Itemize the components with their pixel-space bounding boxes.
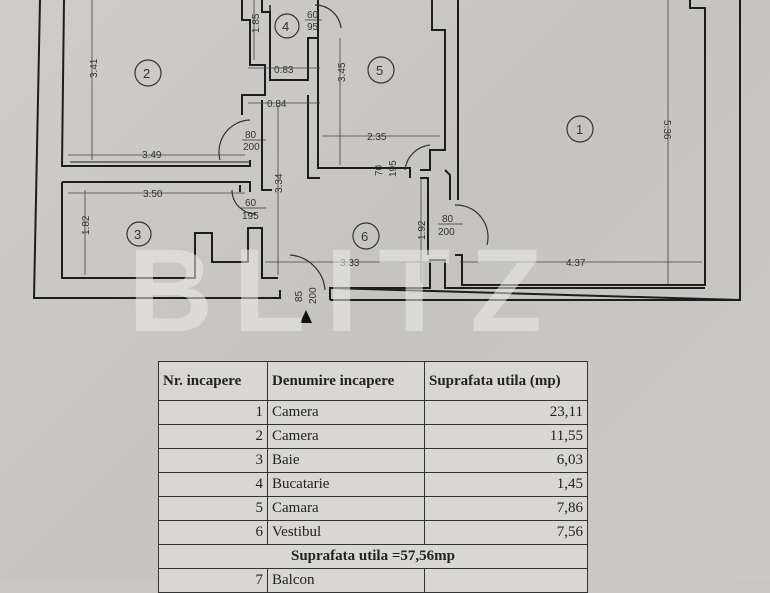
- cell-nr: 5: [158, 496, 268, 521]
- svg-text:200: 200: [308, 287, 319, 304]
- cell-nr: 2: [158, 424, 268, 449]
- dimension-3-49: 3.49: [142, 150, 162, 161]
- door-label-85-200: 85 200: [294, 287, 319, 304]
- door-label-60-195: 60 195: [241, 198, 266, 222]
- total-area: Suprafata utila =57,56mp: [158, 544, 588, 569]
- dimension-0-84: 0.84: [267, 99, 287, 110]
- cell-name: Baie: [267, 448, 425, 473]
- cell-nr: 4: [158, 472, 268, 497]
- cell-area: [424, 568, 588, 593]
- svg-text:70: 70: [374, 164, 385, 176]
- dimension-3-33: 3.33: [340, 258, 360, 269]
- dimension-3-34: 3.34: [274, 173, 285, 193]
- dimension-1-82: 1.82: [81, 215, 92, 235]
- svg-text:95: 95: [307, 22, 319, 33]
- door-label-70-195: 70 195: [374, 160, 399, 177]
- floor-plan: 3.41 3.49 3.50 1.82 1.85 0.83 0.84 3.45 …: [32, 0, 741, 323]
- svg-text:195: 195: [388, 160, 399, 177]
- entrance-arrow-icon: [300, 310, 312, 323]
- cell-nr: 3: [158, 448, 268, 473]
- cell-area: 7,56: [424, 520, 588, 545]
- room-number-1: 1: [576, 122, 583, 137]
- table-row: 4 Bucatarie 1,45: [158, 472, 588, 497]
- room-number-6: 6: [361, 229, 368, 244]
- dimension-0-83: 0.83: [274, 65, 294, 76]
- dimension-4-37: 4.37: [566, 258, 586, 269]
- cell-name: Camera: [267, 400, 425, 425]
- cell-nr: 7: [158, 568, 268, 593]
- dimension-1-85: 1.85: [251, 13, 262, 33]
- door-label-80-200-b: 80 200: [438, 214, 463, 238]
- svg-text:195: 195: [242, 211, 259, 222]
- table-row: 1 Camera 23,11: [158, 400, 588, 425]
- cell-area: 23,11: [424, 400, 588, 425]
- dimension-3-41: 3.41: [89, 58, 100, 78]
- cell-area: 11,55: [424, 424, 588, 449]
- room-areas-table: Nr. incapere Denumire incapere Suprafata…: [158, 361, 588, 593]
- dimension-3-45: 3.45: [337, 62, 348, 82]
- header-area: Suprafata utila (mp): [424, 361, 588, 401]
- dimension-1-92: 1.92: [417, 220, 428, 240]
- cell-name: Camara: [267, 496, 425, 521]
- cell-name: Balcon: [267, 568, 425, 593]
- svg-text:85: 85: [294, 290, 305, 302]
- dimension-3-50: 3.50: [143, 189, 163, 200]
- cell-name: Bucatarie: [267, 472, 425, 497]
- room-number-2: 2: [143, 66, 150, 81]
- header-name: Denumire incapere: [267, 361, 425, 401]
- cell-area: 1,45: [424, 472, 588, 497]
- table-row: 7 Balcon: [158, 568, 588, 593]
- svg-text:60: 60: [245, 198, 257, 209]
- table-row: 6 Vestibul 7,56: [158, 520, 588, 545]
- cell-name: Camera: [267, 424, 425, 449]
- dimension-5-36: 5.36: [661, 120, 672, 140]
- room-number-4: 4: [282, 19, 289, 34]
- dimension-2-35: 2.35: [367, 132, 387, 143]
- cell-nr: 6: [158, 520, 268, 545]
- cell-name: Vestibul: [267, 520, 425, 545]
- cell-nr: 1: [158, 400, 268, 425]
- header-nr: Nr. incapere: [158, 361, 268, 401]
- svg-text:80: 80: [245, 130, 257, 141]
- room-number-5: 5: [376, 63, 383, 78]
- svg-text:200: 200: [438, 227, 455, 238]
- cell-area: 7,86: [424, 496, 588, 521]
- svg-text:200: 200: [243, 142, 260, 153]
- cell-area: 6,03: [424, 448, 588, 473]
- room-number-3: 3: [134, 227, 141, 242]
- door-label-60-95: 60 95: [305, 10, 322, 33]
- svg-text:80: 80: [442, 214, 454, 225]
- svg-text:60: 60: [307, 10, 319, 21]
- table-row: 3 Baie 6,03: [158, 448, 588, 473]
- table-row: 2 Camera 11,55: [158, 424, 588, 449]
- door-label-80-200-a: 80 200: [242, 130, 266, 153]
- table-total-row: Suprafata utila =57,56mp: [158, 544, 588, 569]
- table-header-row: Nr. incapere Denumire incapere Suprafata…: [158, 361, 588, 401]
- table-row: 5 Camara 7,86: [158, 496, 588, 521]
